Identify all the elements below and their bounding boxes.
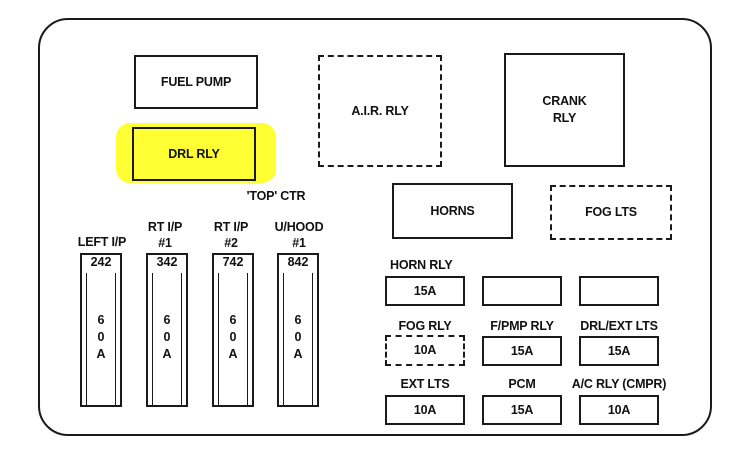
drl-relay[interactable]: DRL RLY: [132, 127, 256, 181]
mini-fuse-fpmp-rly[interactable]: 15A: [482, 336, 562, 366]
horns-relay-label: HORNS: [430, 203, 475, 218]
fuse-rating: 10A: [413, 402, 437, 417]
mini-label-fpmp-rly: F/PMP RLY: [490, 319, 554, 333]
fuse-code: 242: [90, 255, 112, 269]
fuse-code: 342: [156, 255, 178, 269]
maxi-label-rt-ip-1: RT I/P #1: [147, 220, 183, 250]
crank-relay[interactable]: CRANK RLY: [504, 53, 625, 167]
mini-label-pcm: PCM: [508, 377, 536, 391]
mini-label-drl-ext-lts: DRL/EXT LTS: [580, 319, 658, 333]
mini-label-horn-rly: HORN RLY: [390, 258, 453, 272]
mini-label-ac-rly-cmpr: A/C RLY (CMPR): [571, 377, 667, 391]
horns-relay[interactable]: HORNS: [392, 183, 513, 239]
fog-lamps-relay[interactable]: FOG LTS: [550, 185, 672, 240]
mini-label-fog-rly: FOG RLY: [398, 319, 452, 333]
crank-relay-label: CRANK RLY: [542, 94, 587, 125]
fuse-rating: 10A: [413, 343, 437, 358]
mini-fuse-empty-1[interactable]: [482, 276, 562, 306]
maxi-label-rt-ip-2: RT I/P #2: [213, 220, 249, 250]
mini-fuse-drl-ext-lts[interactable]: 15A: [579, 336, 659, 366]
air-relay[interactable]: A.I.R. RLY: [318, 55, 442, 167]
fuse-body: [218, 273, 248, 407]
maxi-label-uhood-1: U/HOOD #1: [274, 220, 324, 250]
maxi-group-caption: 'TOP' CTR: [246, 189, 306, 203]
fuse-code: 842: [287, 255, 309, 269]
mini-fuse-ac-rly-cmpr[interactable]: 10A: [579, 395, 659, 425]
fuse-rating: 15A: [510, 402, 534, 417]
mini-fuse-empty-2[interactable]: [579, 276, 659, 306]
fuse-block-outline: [38, 18, 712, 436]
fuse-body: [86, 273, 116, 407]
drl-relay-label: DRL RLY: [168, 146, 220, 161]
fuse-body: [152, 273, 182, 407]
fuse-rating: 15A: [510, 343, 534, 358]
air-relay-label: A.I.R. RLY: [351, 103, 409, 118]
drl-relay-highlight: [116, 123, 276, 183]
mini-fuse-ext-lts[interactable]: 10A: [385, 395, 465, 425]
mini-fuse-pcm[interactable]: 15A: [482, 395, 562, 425]
fuel-pump-relay[interactable]: FUEL PUMP: [134, 55, 258, 109]
fuse-body: [283, 273, 313, 407]
fog-lamps-relay-label: FOG LTS: [585, 205, 637, 220]
maxi-label-left-ip: LEFT I/P: [77, 235, 127, 249]
fuse-rating: 15A: [607, 343, 631, 358]
fuel-pump-relay-label: FUEL PUMP: [160, 74, 232, 89]
fuse-rating: 15A: [413, 283, 437, 298]
mini-label-ext-lts: EXT LTS: [400, 377, 450, 391]
fuse-code: 742: [222, 255, 244, 269]
mini-fuse-fog-rly[interactable]: 10A: [385, 335, 465, 366]
mini-fuse-horn-rly[interactable]: 15A: [385, 276, 465, 306]
fuse-rating: 10A: [607, 402, 631, 417]
